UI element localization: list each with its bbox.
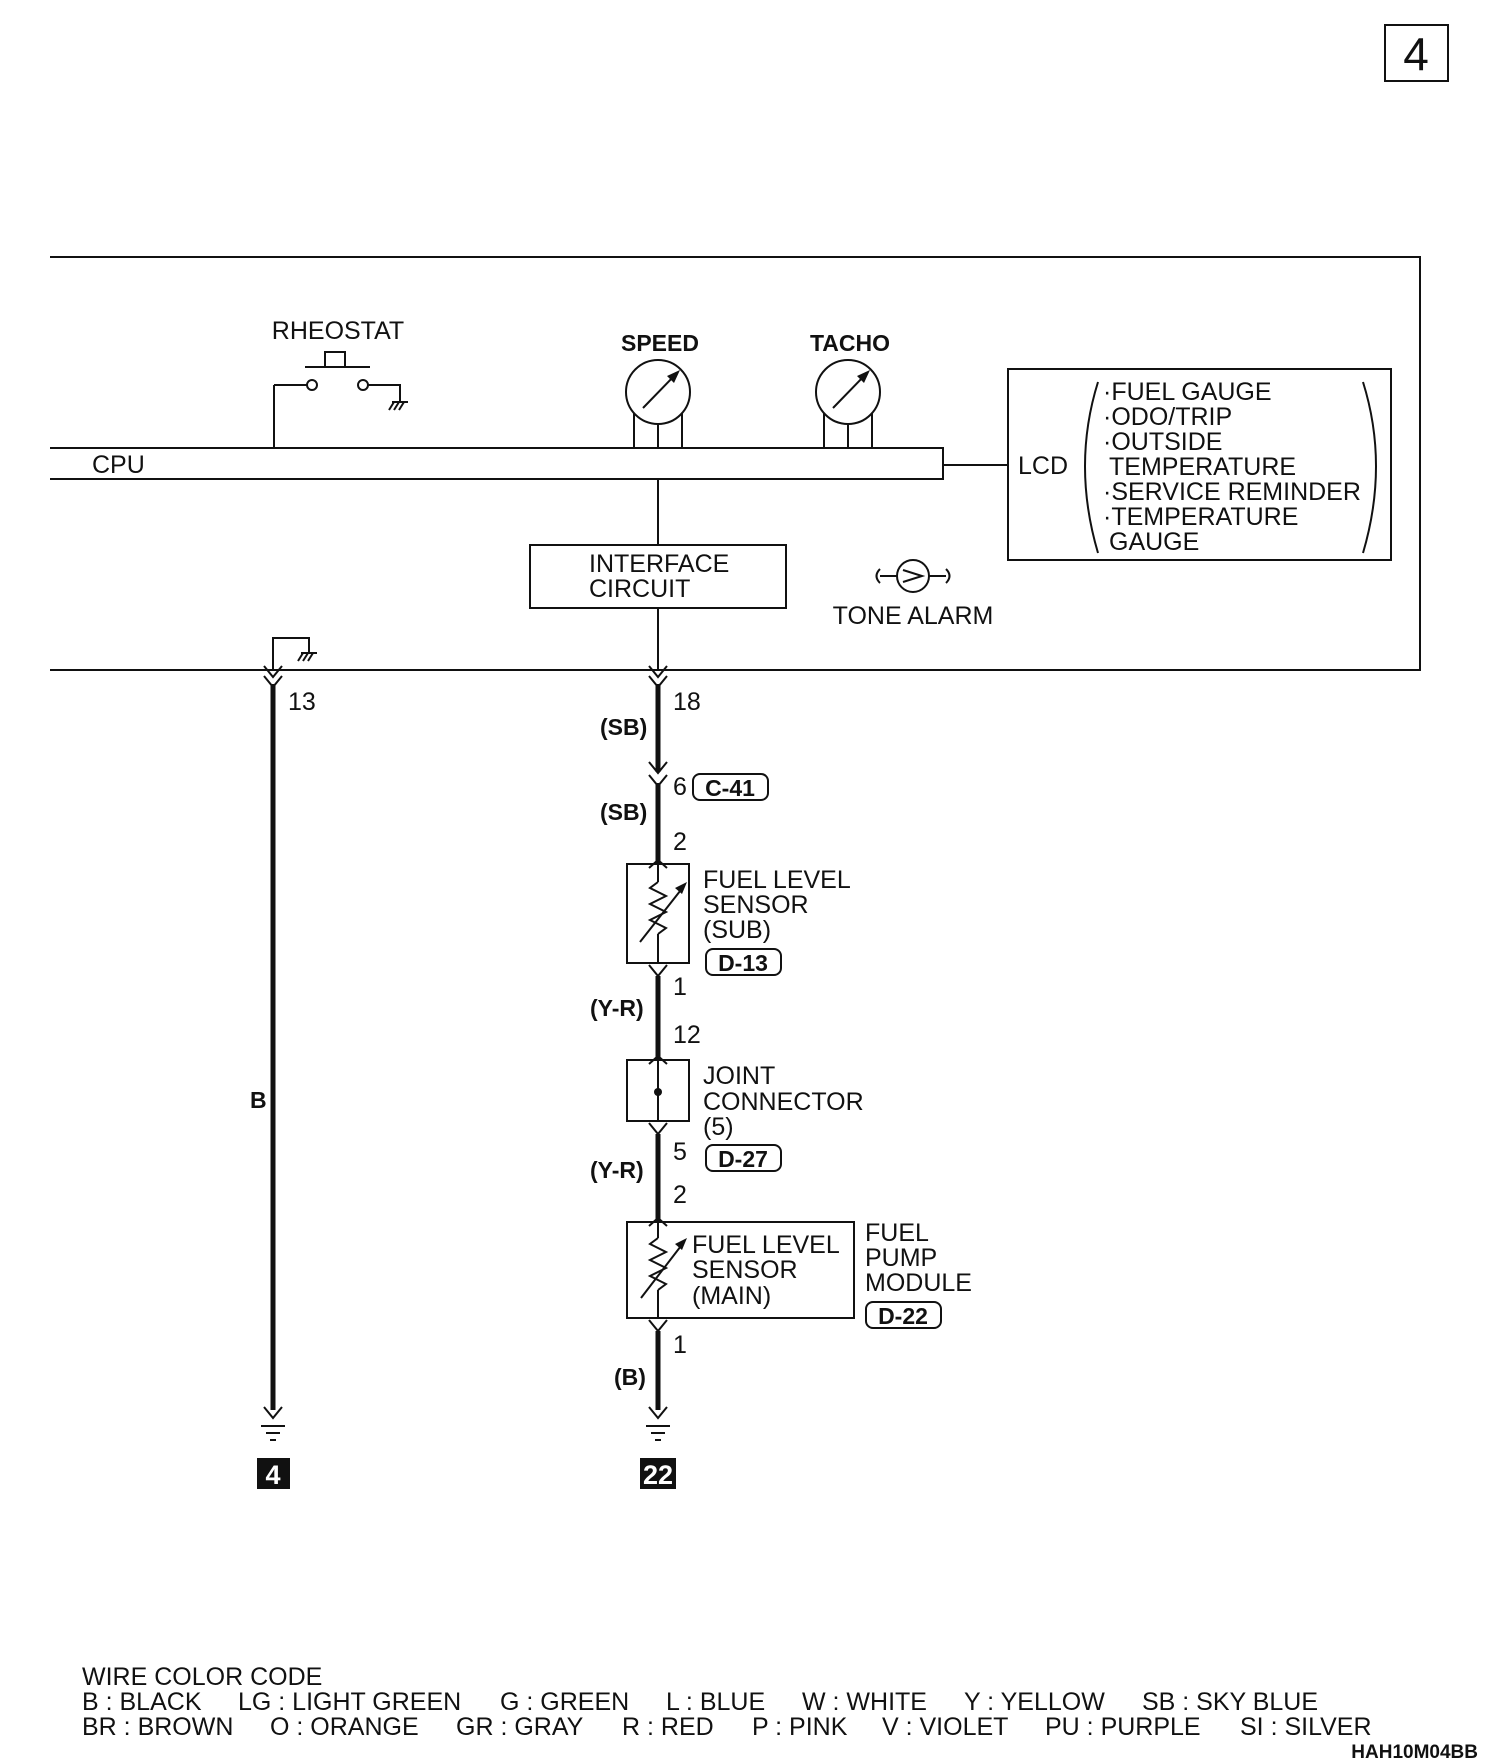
legend-pu: PU : PURPLE xyxy=(1045,1713,1201,1741)
interface-label-1: INTERFACE xyxy=(589,550,729,578)
sensor-main-label-3: (MAIN) xyxy=(692,1282,771,1310)
connector-d22: D-22 xyxy=(878,1303,928,1329)
pin-sub-2: 2 xyxy=(673,828,687,856)
tone-alarm: TONE ALARM xyxy=(833,559,994,630)
connector-d13: D-13 xyxy=(718,950,768,976)
sensor-sub-label-3: (SUB) xyxy=(703,916,771,944)
connector-c41: C-41 xyxy=(705,775,755,801)
sensor-sub-label-1: FUEL LEVEL xyxy=(703,866,851,894)
cpu-bar: CPU xyxy=(50,447,944,480)
lcd-item-temperature: TEMPERATURE xyxy=(1109,453,1296,481)
interface-label-2: CIRCUIT xyxy=(589,575,690,603)
pin-18: 18 xyxy=(673,688,701,716)
joint-label-1: JOINT xyxy=(703,1062,775,1090)
legend-l: L : BLUE xyxy=(666,1688,765,1716)
pin-jc-12: 12 xyxy=(673,1021,701,1049)
buzzer-icon xyxy=(875,559,951,593)
lcd-item-gauge: GAUGE xyxy=(1109,528,1199,556)
wire-color-yr-1: (Y-R) xyxy=(590,995,644,1021)
wire-color-b-2: (B) xyxy=(614,1364,646,1390)
ground-symbol-right xyxy=(646,1406,670,1441)
sensor-sub-label-2: SENSOR xyxy=(703,891,809,919)
sensor-main-label-1: FUEL LEVEL xyxy=(692,1231,840,1259)
lcd-item-temperature-gauge: ·TEMPERATURE xyxy=(1103,503,1298,531)
wire-color-sb-1: (SB) xyxy=(600,714,647,740)
page-number-box: 4 xyxy=(1384,24,1449,82)
wire-color-sb-2: (SB) xyxy=(600,799,647,825)
pin-jc-5: 5 xyxy=(673,1138,687,1166)
fuel-level-sensor-sub: FUEL LEVEL SENSOR (SUB) D-13 xyxy=(626,858,851,976)
lcd-item-outside: ·OUTSIDE xyxy=(1103,428,1222,456)
pump-label-2: PUMP xyxy=(865,1244,937,1272)
legend-sb: SB : SKY BLUE xyxy=(1142,1688,1318,1716)
ground-icon xyxy=(388,401,408,411)
legend-r: R : RED xyxy=(622,1713,714,1741)
page-number: 4 xyxy=(1403,28,1429,80)
lcd-item-service-reminder: ·SERVICE REMINDER xyxy=(1103,478,1361,506)
connector-d27: D-27 xyxy=(718,1146,768,1172)
cpu-label: CPU xyxy=(92,451,145,479)
fuel-level-wire: 18 (SB) 6 C-41 (SB) 2 FUEL LEVEL SENSOR … xyxy=(590,665,972,1490)
ground-icon xyxy=(297,652,317,662)
legend-v: V : VIOLET xyxy=(882,1713,1008,1741)
legend-w: W : WHITE xyxy=(802,1688,927,1716)
internal-ground xyxy=(272,637,317,670)
tachometer: TACHO xyxy=(810,330,890,448)
legend-b: B : BLACK xyxy=(82,1688,202,1716)
rheostat: RHEOSTAT xyxy=(272,317,408,448)
lcd-display: LCD ·FUEL GAUGE ·ODO/TRIP ·OUTSIDE TEMPE… xyxy=(943,368,1392,561)
legend-lg: LG : LIGHT GREEN xyxy=(238,1688,461,1716)
pump-label-3: MODULE xyxy=(865,1269,972,1297)
legend-br: BR : BROWN xyxy=(82,1713,233,1741)
meter-outline xyxy=(50,256,1421,671)
sensor-main-label-2: SENSOR xyxy=(692,1256,798,1284)
lcd-item-odo-trip: ·ODO/TRIP xyxy=(1103,403,1232,431)
interface-circuit: INTERFACE CIRCUIT xyxy=(529,479,787,670)
joint-label-2: CONNECTOR xyxy=(703,1088,864,1116)
ground-point-22: 22 xyxy=(643,1460,673,1490)
pump-label-1: FUEL xyxy=(865,1219,929,1247)
tone-alarm-label: TONE ALARM xyxy=(833,602,994,630)
wire-color-yr-2: (Y-R) xyxy=(590,1157,644,1183)
pin-main-2: 2 xyxy=(673,1181,687,1209)
lcd-label: LCD xyxy=(1018,452,1068,480)
speed-label: SPEED xyxy=(621,330,699,356)
legend-p: P : PINK xyxy=(752,1713,848,1741)
pin-13: 13 xyxy=(288,688,316,716)
speedometer: SPEED xyxy=(621,330,699,448)
pin-6: 6 xyxy=(673,773,687,801)
fuel-pump-module: FUEL PUMP MODULE D-22 xyxy=(865,1219,972,1329)
fuel-level-sensor-main: FUEL LEVEL SENSOR (MAIN) xyxy=(626,1216,855,1319)
ground-symbol-left xyxy=(261,1406,285,1441)
legend-gr: GR : GRAY xyxy=(456,1713,584,1741)
legend-o: O : ORANGE xyxy=(270,1713,419,1741)
pin-sub-1: 1 xyxy=(673,973,687,1001)
ground-point-4: 4 xyxy=(265,1460,280,1490)
legend-title: WIRE COLOR CODE xyxy=(82,1663,322,1691)
figure-code: HAH10M04BB xyxy=(1351,1742,1478,1760)
legend-y: Y : YELLOW xyxy=(964,1688,1105,1716)
joint-connector: JOINT CONNECTOR (5) D-27 xyxy=(626,1054,864,1172)
wire-color-legend: WIRE COLOR CODE B : BLACK LG : LIGHT GRE… xyxy=(82,1663,1372,1741)
tacho-label: TACHO xyxy=(810,330,890,356)
legend-si: SI : SILVER xyxy=(1240,1713,1372,1741)
wire-color-b: B xyxy=(250,1087,267,1113)
joint-label-3: (5) xyxy=(703,1113,734,1141)
pin-main-1: 1 xyxy=(673,1331,687,1359)
rheostat-label: RHEOSTAT xyxy=(272,317,404,345)
ground-wire-left: 13 B 4 xyxy=(250,665,316,1490)
legend-g: G : GREEN xyxy=(500,1688,629,1716)
lcd-item-fuel-gauge: ·FUEL GAUGE xyxy=(1103,378,1272,406)
